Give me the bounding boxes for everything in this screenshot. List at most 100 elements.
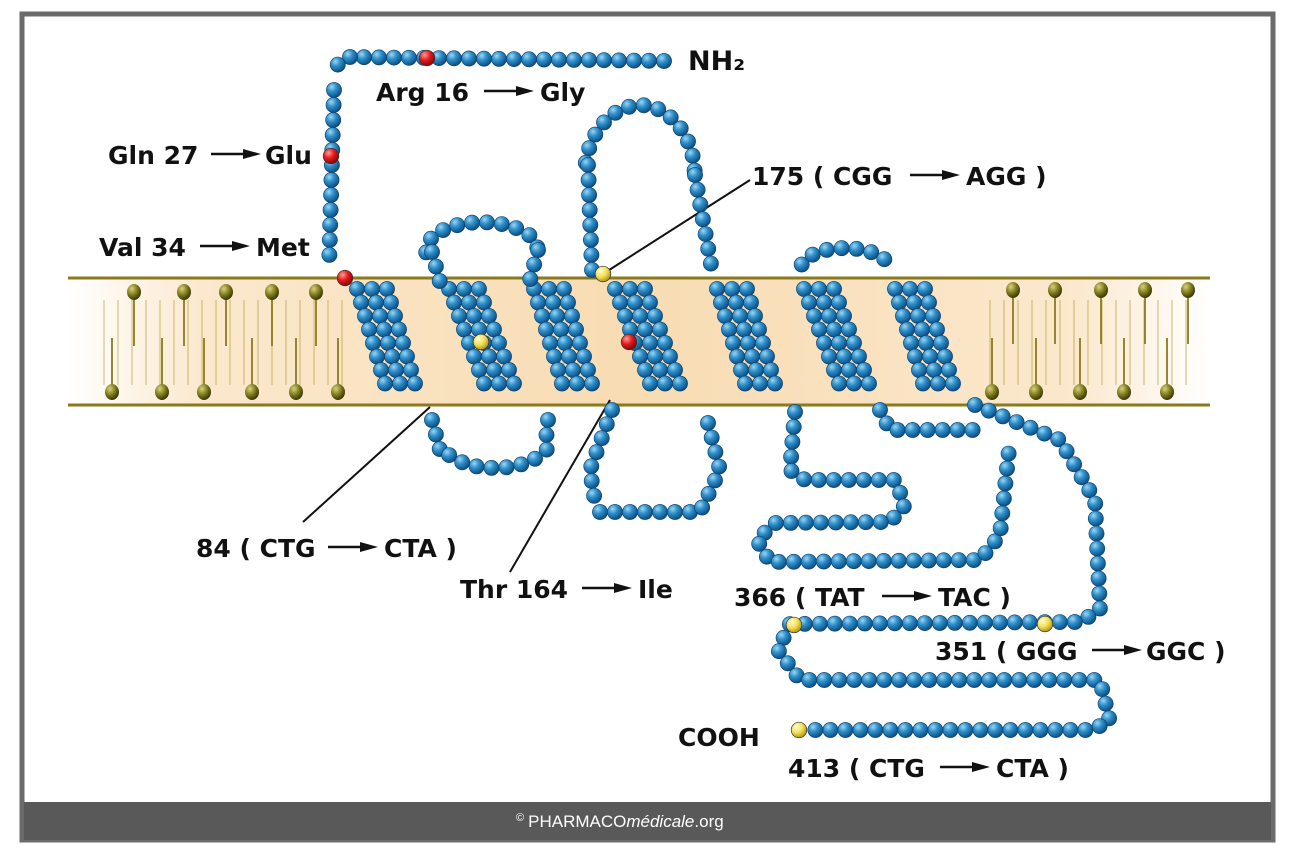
- helix-bead: [373, 362, 389, 378]
- helix-bead: [826, 362, 842, 378]
- helix-bead: [622, 281, 638, 297]
- amino-acid-bead: [703, 255, 719, 272]
- amino-acid-bead: [326, 82, 342, 98]
- helix-bead: [748, 362, 764, 378]
- lipid-head: [1029, 384, 1043, 400]
- amino-acid-bead: [536, 51, 552, 68]
- copyright-symbol: ©: [516, 812, 524, 824]
- amino-acid-bead: [863, 244, 880, 261]
- helix-bead: [826, 321, 842, 338]
- helix-bead: [902, 281, 918, 297]
- helix-bead: [672, 375, 688, 392]
- amino-acid-bead: [498, 459, 515, 476]
- lipid-head: [331, 384, 345, 400]
- helix-bead: [856, 362, 872, 378]
- helix-bead: [568, 321, 584, 338]
- lipid-head: [1117, 384, 1131, 400]
- helix-bead: [466, 308, 482, 324]
- amino-acid-bead: [527, 450, 543, 467]
- amino-acid-bead: [513, 456, 530, 473]
- helix-bead: [933, 335, 949, 351]
- helix-bead: [380, 335, 396, 351]
- arrow-366-head: [914, 591, 932, 601]
- helix-bead: [743, 294, 759, 311]
- helix-bead: [466, 348, 482, 365]
- amino-acid-bead: [441, 447, 458, 463]
- helix-bead: [553, 321, 569, 338]
- amino-acid-bead: [949, 422, 966, 438]
- label-arg16: Arg 16 Gly: [376, 78, 585, 107]
- amino-acid-bead: [830, 553, 847, 570]
- helix-bead: [560, 294, 576, 311]
- helix-bead: [911, 362, 927, 378]
- amino-acid-bead: [427, 426, 444, 443]
- helix-bead: [391, 321, 407, 338]
- amino-acid-chain: [321, 49, 1117, 738]
- amino-acid-bead: [1071, 672, 1088, 688]
- amino-acid-bead: [815, 553, 832, 570]
- amino-acid-bead: [703, 429, 720, 446]
- amino-acid-bead: [994, 505, 1011, 522]
- amino-acid-bead: [1097, 695, 1114, 712]
- amino-acid-bead: [919, 422, 936, 438]
- amino-acid-bead: [506, 51, 522, 67]
- amino-acid-bead: [785, 418, 802, 435]
- helix-bead: [763, 362, 779, 378]
- amino-acid-bead: [800, 553, 817, 570]
- helix-bead: [637, 321, 653, 338]
- snp-366-marker: [785, 616, 803, 634]
- amino-acid-bead: [785, 553, 802, 570]
- amino-acid-bead: [793, 256, 810, 273]
- amino-acid-bead: [797, 514, 814, 531]
- amino-acid-bead: [992, 520, 1009, 537]
- amino-acid-bead: [672, 120, 689, 137]
- lipid-head: [289, 384, 303, 400]
- helix-bead: [801, 294, 817, 311]
- helix-bead: [376, 321, 392, 338]
- helix-bead: [403, 362, 419, 378]
- label-arg16-to: Gly: [540, 78, 585, 107]
- amino-acid-bead: [656, 53, 672, 69]
- amino-acid-bead: [582, 217, 599, 233]
- amino-acid-bead: [540, 412, 556, 428]
- amino-acid-bead: [626, 52, 642, 69]
- helix-bead: [732, 308, 748, 324]
- helix-bead: [816, 294, 832, 311]
- helix-bead: [368, 294, 384, 311]
- amino-acid-bead: [1066, 456, 1082, 473]
- label-c175-from: 175 ( CGG: [752, 162, 892, 191]
- helix-bead: [941, 362, 957, 378]
- amino-acid-bead: [857, 514, 874, 531]
- snp-84-marker: [472, 333, 490, 351]
- helix-bead: [471, 281, 487, 297]
- label-arg16-from: Arg 16: [376, 78, 469, 107]
- amino-acid-bead: [920, 552, 937, 569]
- helix-bead: [476, 294, 492, 311]
- amino-acid-bead: [996, 490, 1012, 507]
- lipid-head: [309, 284, 323, 300]
- helix-bead: [826, 281, 842, 297]
- n-terminus-label: NH₂: [688, 46, 745, 77]
- amino-acid-bead: [1090, 570, 1107, 587]
- helix-bead: [564, 308, 580, 324]
- helix-bead: [846, 375, 862, 392]
- helix-bead: [384, 348, 400, 365]
- amino-acid-bead: [767, 515, 784, 531]
- amino-acid-bead: [1077, 722, 1094, 738]
- label-c366-to: TAC ): [938, 583, 1011, 612]
- lipid-head: [1048, 282, 1062, 298]
- amino-acid-bead: [583, 458, 600, 475]
- amino-acid-bead: [607, 504, 623, 520]
- amino-acid-bead: [435, 222, 451, 238]
- amino-acid-bead: [905, 552, 922, 569]
- amino-acid-bead: [711, 458, 727, 475]
- helix-bead: [836, 348, 852, 365]
- helix-bead: [895, 308, 911, 324]
- amino-acid-bead: [804, 246, 821, 263]
- lipid-bilayer: [103, 282, 1195, 400]
- amino-acid-bead: [994, 408, 1011, 425]
- label-c175-to: AGG ): [966, 162, 1047, 191]
- amino-acid-bead: [950, 552, 967, 569]
- amino-acid-bead: [1088, 525, 1105, 542]
